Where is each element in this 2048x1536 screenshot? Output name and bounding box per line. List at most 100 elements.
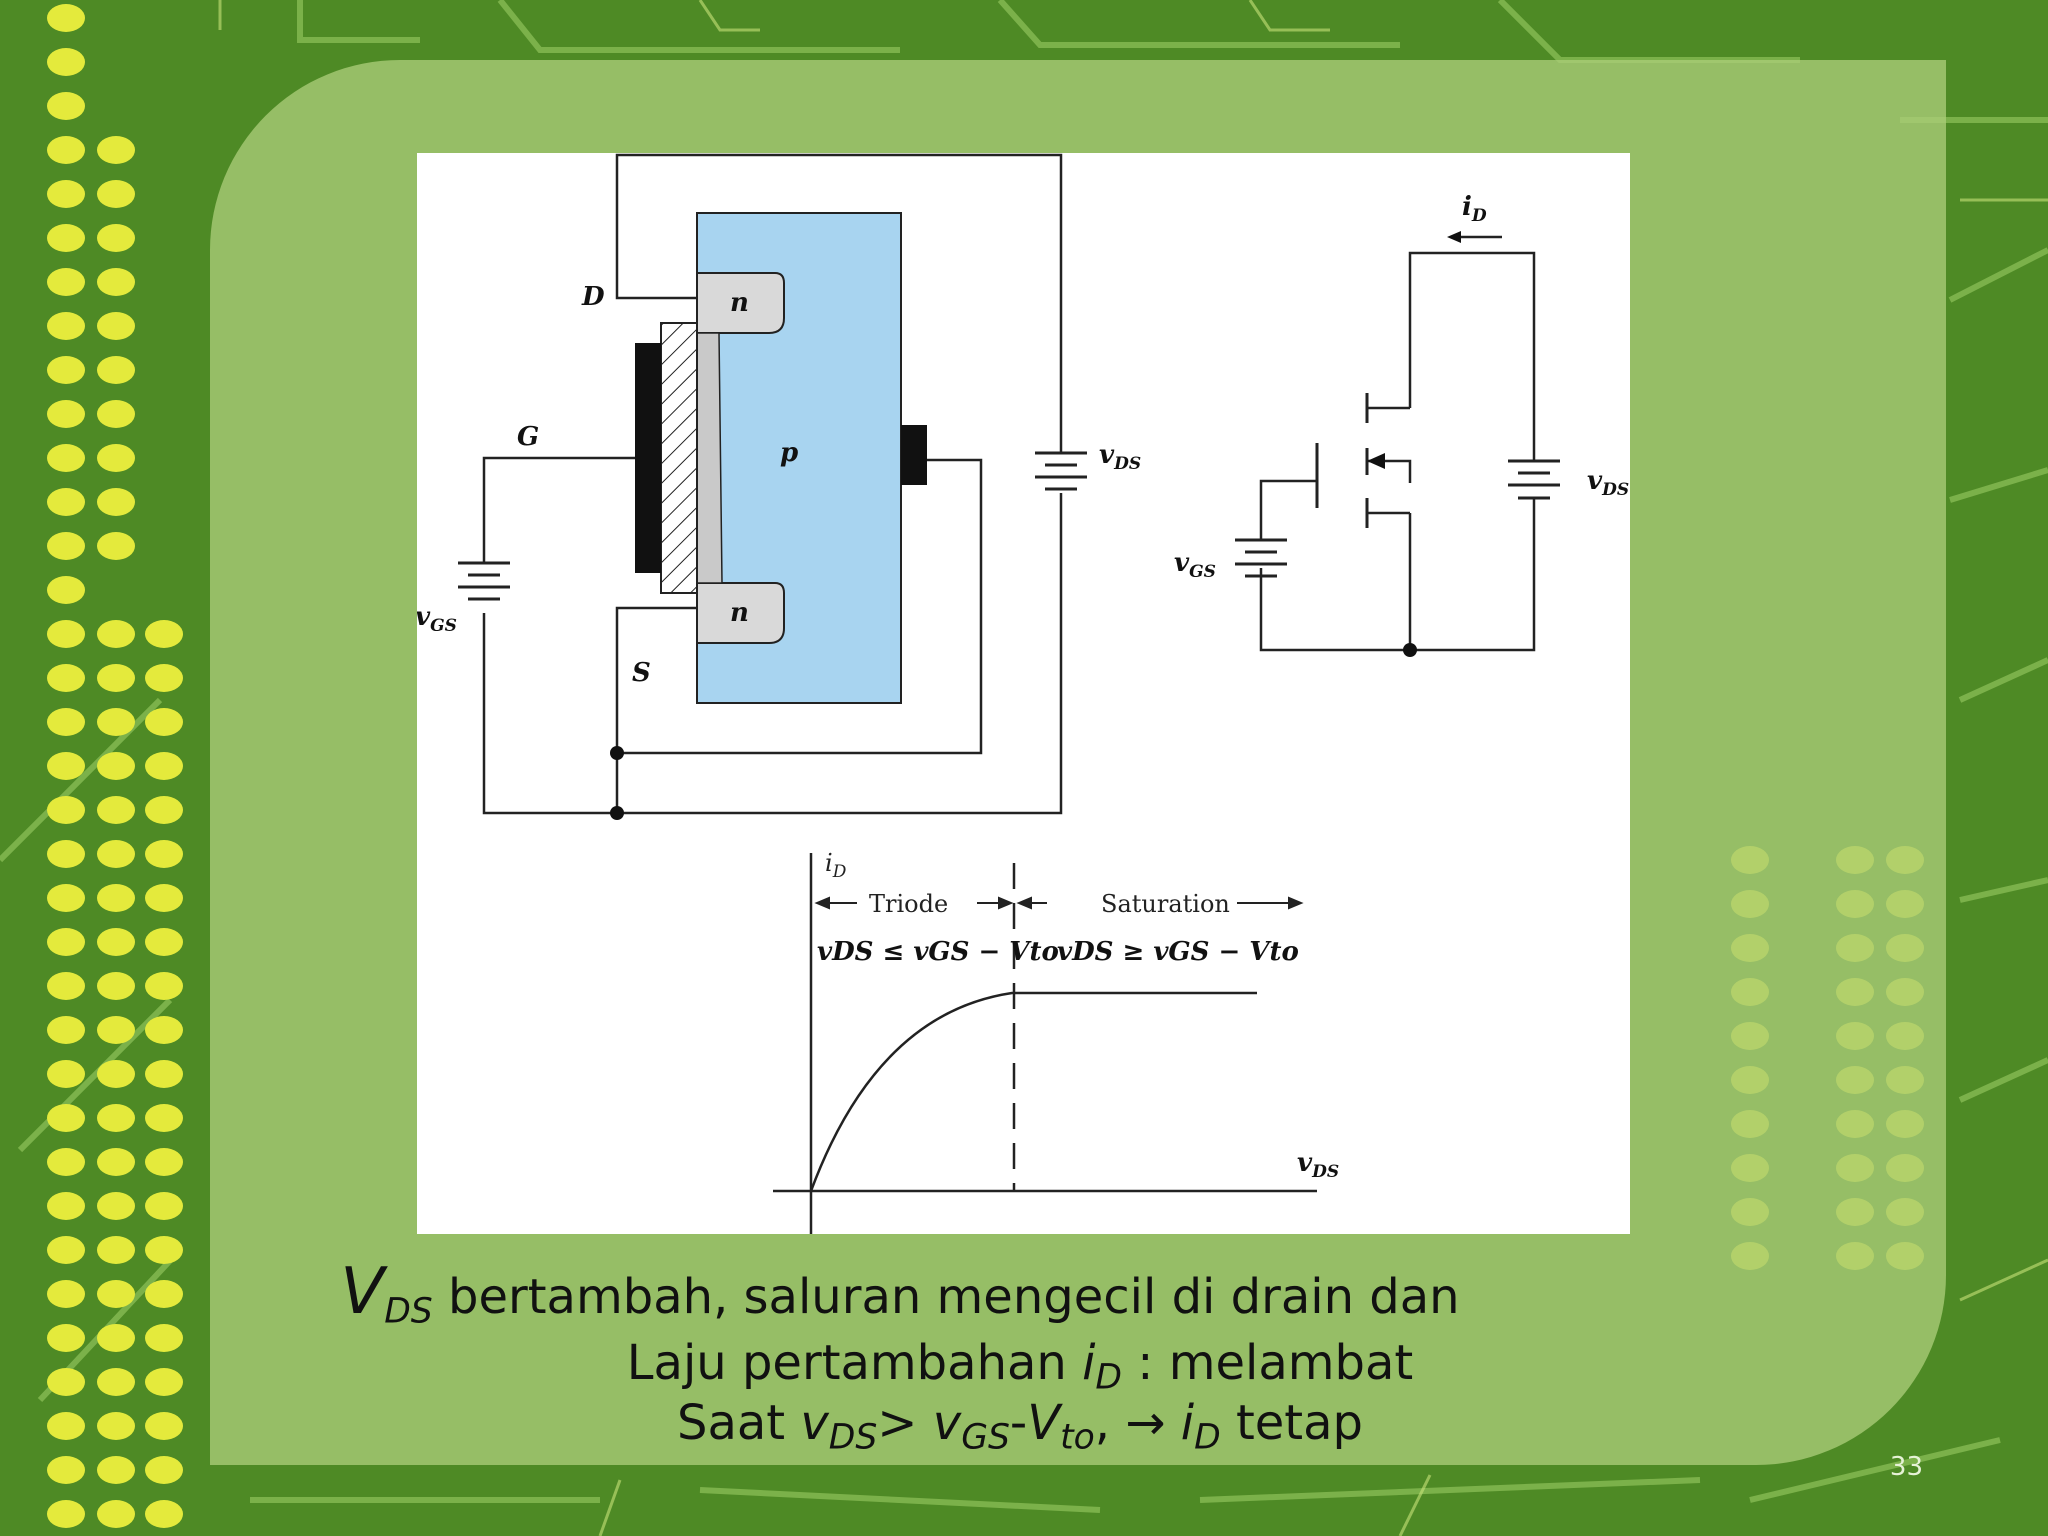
n-region-top	[696, 272, 785, 334]
board-dot	[97, 664, 135, 692]
drain-label: D	[581, 282, 605, 312]
channel-region	[696, 332, 723, 584]
board-dot	[47, 1060, 85, 1088]
board-dot	[97, 620, 135, 648]
device-cross-section: D G S p n n vDS vGS	[417, 153, 1141, 820]
board-dot	[145, 1148, 183, 1176]
arrow-icon: →	[1125, 1395, 1166, 1451]
mosfet-diagram-svg: D G S p n n vDS vGS	[417, 153, 1629, 1234]
caption-line-2-rest: : melambat	[1122, 1335, 1414, 1391]
board-dot	[47, 400, 85, 428]
board-dot	[145, 972, 183, 1000]
board-dot	[97, 1060, 135, 1088]
caption-line-2-text: Laju pertambahan	[626, 1335, 1083, 1391]
board-dot	[97, 1412, 135, 1440]
board-dot	[97, 752, 135, 780]
board-dot	[47, 180, 85, 208]
id-vds-graph: Triode Saturation vDS ≤ vGS − Vto vDS ≥ …	[773, 849, 1339, 1234]
board-dot	[145, 1104, 183, 1132]
characteristic-curve	[809, 991, 1257, 1192]
board-dot	[145, 1016, 183, 1044]
source-label: S	[632, 658, 651, 688]
board-dot	[97, 1236, 135, 1264]
circuit-id-label: iD	[1462, 192, 1487, 226]
board-dot	[145, 1192, 183, 1220]
board-dot	[47, 312, 85, 340]
graph-y-label: iD	[825, 849, 847, 882]
board-dot	[47, 4, 85, 32]
id-symbol: i	[1082, 1335, 1096, 1391]
circuit-schematic: iD vDS vGS	[1174, 192, 1629, 657]
saturation-label: Saturation	[1101, 890, 1230, 918]
board-dot	[47, 1500, 85, 1528]
board-dot	[47, 1236, 85, 1264]
board-dot	[145, 928, 183, 956]
board-dot	[47, 972, 85, 1000]
board-dot	[145, 884, 183, 912]
ground-junction-dot	[1403, 643, 1417, 657]
board-dot	[47, 532, 85, 560]
caption-line-2: Laju pertambahan iD : melambat	[300, 1333, 1740, 1408]
greater-than: >	[877, 1395, 933, 1451]
board-dot	[47, 444, 85, 472]
gate-label: G	[517, 422, 539, 452]
board-dot	[47, 796, 85, 824]
board-dot	[47, 1456, 85, 1484]
board-dot	[47, 840, 85, 868]
nmos-arrow	[1367, 453, 1385, 469]
vgs-term: v	[932, 1395, 962, 1451]
vds-battery	[1035, 451, 1087, 491]
triode-condition: vDS ≤ vGS − Vto	[817, 937, 1059, 967]
circuit-vds-label: vDS	[1587, 466, 1629, 500]
board-dot	[145, 840, 183, 868]
caption-line-3: Saat vDS> vGS-Vto, → iD tetap	[300, 1393, 1740, 1468]
board-dot	[145, 1060, 183, 1088]
board-dot	[145, 1324, 183, 1352]
board-dot	[97, 840, 135, 868]
vds-term: v	[800, 1395, 829, 1451]
board-dot	[47, 1192, 85, 1220]
board-dot	[97, 444, 135, 472]
comma: ,	[1094, 1395, 1126, 1451]
minus-sign: -	[1009, 1395, 1028, 1451]
n-bottom-label: n	[730, 598, 749, 628]
board-dot	[97, 1500, 135, 1528]
mosfet-figure: D G S p n n vDS vGS	[417, 153, 1630, 1234]
device-vds-label: vDS	[1099, 440, 1141, 474]
board-dot	[97, 1016, 135, 1044]
board-dot	[47, 1016, 85, 1044]
board-dot	[145, 1500, 183, 1528]
board-dot	[97, 356, 135, 384]
caption-line-1: VDS bertambah, saluran mengecil di drain…	[180, 1260, 1620, 1342]
caption-line-1-text: bertambah, saluran mengecil di drain dan	[432, 1269, 1460, 1325]
board-dot	[97, 708, 135, 736]
board-dot	[145, 752, 183, 780]
board-dot	[47, 136, 85, 164]
board-dot	[145, 1236, 183, 1264]
board-dot	[97, 1104, 135, 1132]
board-dot	[47, 1324, 85, 1352]
board-dot	[97, 1280, 135, 1308]
board-dot	[97, 312, 135, 340]
vds-symbol-sub: DS	[384, 1291, 433, 1332]
board-dot	[47, 752, 85, 780]
board-dot	[97, 1148, 135, 1176]
saturation-condition: vDS ≥ vGS − Vto	[1057, 937, 1299, 967]
board-dot	[47, 268, 85, 296]
circuit-vgs-battery	[1235, 538, 1287, 578]
board-dot	[47, 1148, 85, 1176]
board-dot	[97, 884, 135, 912]
n-region-bottom	[696, 582, 785, 644]
gate-oxide	[660, 322, 698, 594]
vgs-battery	[458, 561, 510, 601]
board-dot	[47, 1280, 85, 1308]
board-dot	[145, 1456, 183, 1484]
caption-line-3-rest: tetap	[1220, 1395, 1363, 1451]
id-term: i	[1165, 1395, 1195, 1451]
junction-dot	[610, 746, 624, 760]
board-dot	[47, 92, 85, 120]
vds-symbol: V	[340, 1255, 385, 1329]
board-dot	[97, 268, 135, 296]
board-dot	[47, 1104, 85, 1132]
board-dot	[47, 620, 85, 648]
